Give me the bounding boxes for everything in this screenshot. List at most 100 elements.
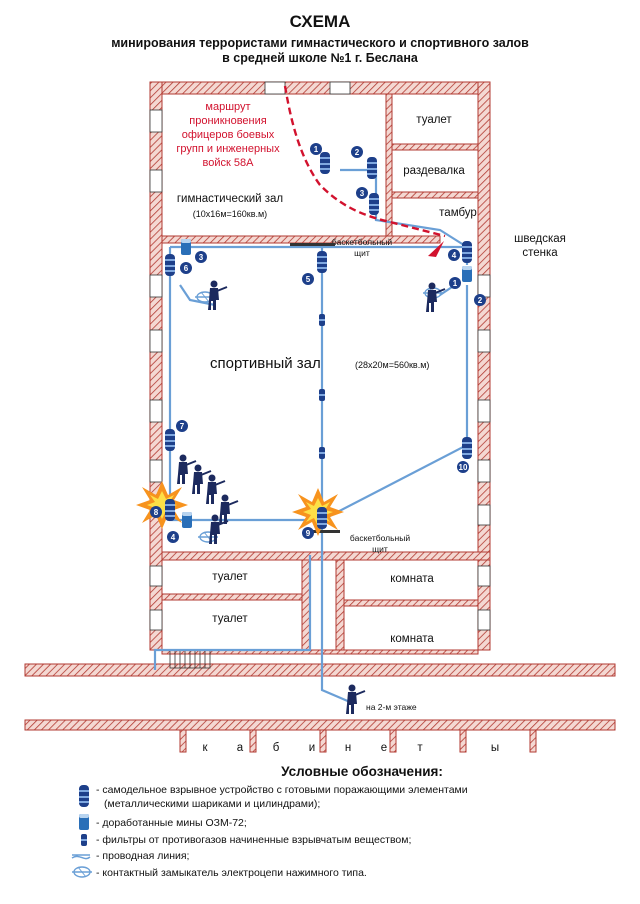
bomb-icon [79,785,89,807]
route-label-1: маршрут [205,101,250,113]
toilet-wall [391,143,479,151]
filter-icon [319,447,325,459]
gym-label: гимнастический зал [177,193,283,205]
route-label-2: проникновения [189,115,266,127]
legend-item-1-line-1: - самодельное взрывное устройство с гото… [96,784,468,796]
side-rooms-wall [385,93,393,237]
marker-number: 6 [184,264,189,273]
building-walls [24,81,616,753]
marker-number: 5 [306,275,311,284]
marker-number: 4 [452,251,457,260]
lower-divider-wall [301,559,311,651]
marker-number: 10 [459,463,468,472]
subtitle-line-1: минирования террористами гимнастического… [111,36,529,50]
gym-wall-bottom [161,235,441,244]
room-1-label: комната [390,573,434,585]
bomb-icon [320,152,330,174]
route-label-5: войск 58А [203,157,255,169]
legend-item-5: - контактный замыкатель электроцепи нажи… [96,867,367,879]
gym-size-label: (10х16м=160кв.м) [193,209,267,219]
assault-route: маршрут проникновения офицеров боевых гр… [176,85,446,257]
legend: Условные обозначения: - самодельное взры… [71,764,468,879]
classroom-letter-6: е [381,742,387,754]
basket-board-top [290,243,335,246]
classroom-letter-1: к [202,742,208,754]
sport-hall-label: спортивный зал [210,355,321,372]
wall-bars-label-2: стенка [522,247,558,259]
marker-number: 9 [306,529,311,538]
wire-network [153,168,469,704]
marker-number: 2 [478,296,483,305]
legend-item-1-line-2: (металлическими шариками и цилиндрами); [104,798,320,810]
legend-item-4: - проводная линия; [96,850,189,862]
legend-item-3: - фильтры от противогазов начиненные взр… [96,834,411,846]
classroom-letter-3: б [273,742,280,754]
changing-room-label: раздевалка [403,165,465,177]
route-label-3: офицеров боевых [182,129,275,141]
toilet-left-label-1: туалет [212,571,248,583]
header: СХЕМА минирования террористами гимнастич… [111,12,529,65]
mine-icon [79,814,89,830]
classroom-letter-2: а [237,742,244,754]
classroom-letter-7: т [417,742,423,754]
sport-hall-wall-bottom [161,551,491,561]
marker-number: 8 [154,508,159,517]
corridor-wall-bottom [24,719,616,731]
outer-wall-top [149,81,491,95]
marker-number: 1 [453,279,458,288]
classroom-letter-8: ы [491,742,499,754]
toilet-left-label-2: туалет [212,613,248,625]
mine-icon [181,239,191,255]
basket-bottom-label-2: щит [372,544,388,554]
lower-room-divider [343,599,479,607]
classroom-letter-4: и [309,742,315,754]
basket-top-label-2: щит [354,248,370,258]
terrorist-icon [176,453,197,485]
bomb-icon [165,254,175,276]
second-floor-label: на 2-м этаже [366,702,417,712]
bomb-icon [317,251,327,273]
title: СХЕМА [290,12,351,31]
classroom-letter-5: н [345,742,351,754]
filter-icon [319,389,325,401]
basket-bottom-label-1: баскетбольный [350,533,410,543]
marker-number: 4 [171,533,176,542]
route-arrow [428,241,444,257]
marker-number: 1 [314,145,319,154]
marker-number: 3 [199,253,204,262]
trigger-icon [71,866,93,878]
legend-item-2: - доработанные мины ОЗМ-72; [96,817,247,829]
mine-icon [182,512,192,528]
lower-floor-line [161,649,479,655]
mine-icon [462,266,472,282]
bomb-icon [317,507,327,529]
bomb-icon [165,499,175,521]
toilet-top-label: туалет [416,114,452,126]
legend-title: Условные обозначения: [281,764,443,779]
number-markers: 1 2 3 4 5 6 7 8 9 10 1 2 3 4 [150,143,486,543]
changing-wall [391,191,479,199]
bomb-icon [367,157,377,179]
sport-hall-size-label: (28х20м=560кв.м) [355,360,429,370]
bomb-icon [369,193,379,215]
filter-icon [319,314,325,326]
wire-legend-icon [71,854,91,860]
bomb-icon [462,241,472,263]
terrorist-icon [207,279,228,311]
filter-icon [81,834,87,846]
basket-top-label-1: баскетбольный [332,237,392,247]
outer-wall-left [149,81,163,651]
subtitle-line-2: в средней школе №1 г. Беслана [222,51,419,65]
basket-board-bottom [305,530,340,533]
vestibule-label: тамбур [439,207,477,219]
route-path [283,85,446,238]
route-label-4: групп и инженерных [176,143,280,155]
explosion-left [136,481,188,529]
marker-number: 2 [355,148,360,157]
lower-left-wall [161,593,303,601]
marker-number: 3 [360,189,365,198]
room-2-label: комната [390,633,434,645]
wall-bars-label-1: шведская [514,233,566,245]
terrorist-icon [345,683,366,715]
